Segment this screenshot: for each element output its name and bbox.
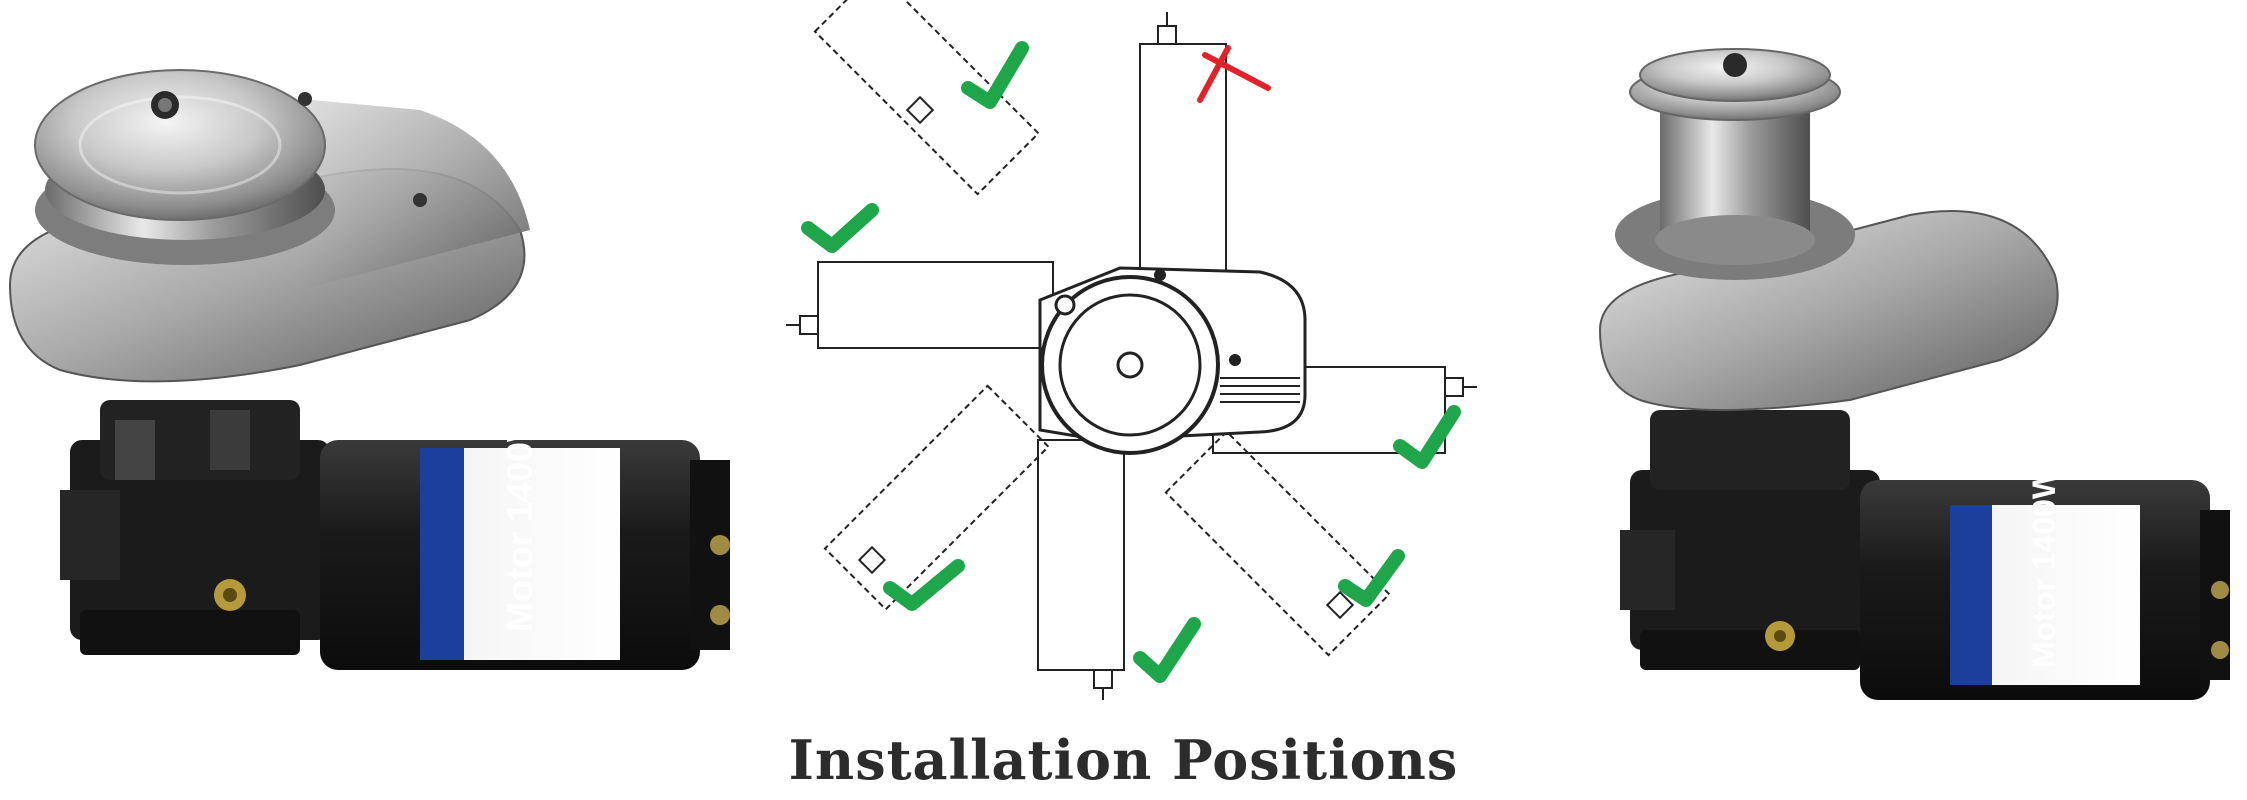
motor-outline-down-left [823, 384, 1050, 611]
motor-label [1950, 505, 2140, 685]
green-check-icon [801, 203, 879, 253]
green-check-icon [1133, 617, 1201, 683]
motor-label-text: Motor 1400W [2026, 468, 2062, 668]
windlass-product-left: Motor 1400W [8, 69, 730, 670]
green-check-icon [961, 41, 1029, 109]
motor-outline-left [817, 261, 1054, 349]
motor-outline-down-right [1164, 430, 1391, 657]
page-caption: Installation Positions [788, 728, 1459, 792]
motor-label [420, 448, 620, 660]
installation-positions-diagram [786, 0, 1477, 700]
red-cross-icon [1197, 45, 1271, 103]
motor-outline-down [1037, 439, 1125, 671]
motor-outline-up-left [813, 0, 1040, 196]
drum-shaft-icon [1116, 351, 1144, 379]
motor-label-text: Motor 1400W [499, 408, 540, 632]
windlass-product-right: Motor 1400W [1598, 48, 2230, 700]
green-check-icon [1338, 549, 1405, 607]
green-check-icon [1393, 405, 1461, 469]
capstan-socket-icon [1723, 53, 1747, 77]
green-check-icon [883, 559, 965, 611]
